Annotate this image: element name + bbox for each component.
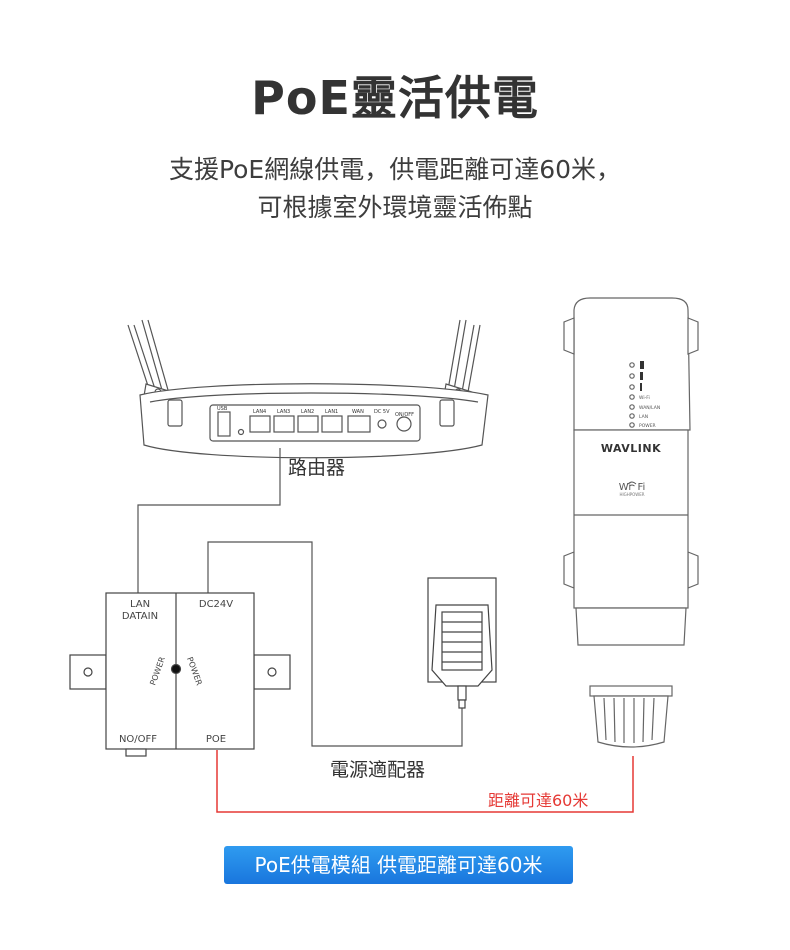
page-title: PoE靈活供電: [251, 71, 539, 125]
led-power-label: POWER: [639, 423, 656, 429]
port-usb-label: USB: [217, 406, 228, 412]
cable-poe-to-device: [216, 750, 634, 813]
distance-label: 距離可達60米: [488, 791, 588, 810]
led-wanlan-label: WAN/LAN: [639, 405, 660, 411]
poe-dc24v-label: DC24V: [199, 599, 233, 610]
device-led-icons: [640, 361, 644, 391]
power-adapter: [427, 577, 497, 709]
cables: [137, 448, 463, 747]
outdoor-ap-device: [563, 297, 699, 748]
feature-banner: PoE供電模組 供電距離可達60米: [224, 846, 573, 884]
port-onoff-label: ON/OFF: [395, 412, 414, 418]
adapter-label: 電源適配器: [330, 759, 425, 781]
device-led-labels: Wi-Fi WAN/LAN LAN POWER: [639, 395, 660, 429]
port-lan2-label: LAN2: [301, 409, 314, 415]
wifi-icon: [627, 481, 637, 487]
router-port-labels: USB LAN4 LAN3 LAN2 LAN1 WAN DC 5V ON/OFF: [217, 406, 414, 418]
port-lan4-label: LAN4: [253, 409, 266, 415]
port-lan3-label: LAN3: [277, 409, 290, 415]
router-label: 路由器: [288, 457, 345, 479]
led-lan-label: LAN: [639, 414, 648, 420]
router-illustration: [127, 319, 489, 459]
cable-router-to-poe: [137, 448, 281, 593]
port-wan-label: WAN: [352, 409, 364, 415]
device-wifi-sub: HIGHPOWER: [619, 492, 644, 497]
device-brand-logo: WAVLINK: [601, 442, 661, 455]
subtitle-line-2: 可根據室外環境靈活佈點: [257, 193, 533, 222]
poe-module: [69, 592, 291, 757]
poe-poe-label: POE: [206, 734, 226, 745]
poe-lan-label: LAN: [130, 599, 150, 610]
poe-datain-label: DATAIN: [122, 611, 158, 622]
subtitle-line-1: 支援PoE網線供電，供電距離可達60米，: [168, 155, 622, 184]
led-wifi-label: Wi-Fi: [639, 395, 650, 401]
device-wifi-logo: Wi Fi: [619, 482, 646, 493]
cable-adapter-to-poe: [207, 541, 463, 747]
port-dc-label: DC 5V: [374, 409, 390, 415]
poe-noff-label: NO/OFF: [119, 734, 157, 745]
port-lan1-label: LAN1: [325, 409, 338, 415]
